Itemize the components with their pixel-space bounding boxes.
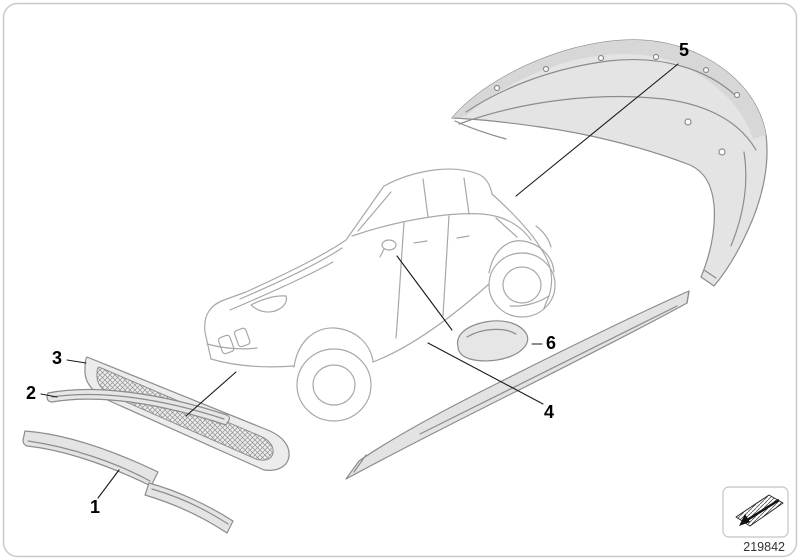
front-spoiler-end-line	[151, 488, 229, 525]
leader-line-1	[97, 469, 120, 499]
car-mirror-stalk	[379, 248, 385, 258]
callout-6[interactable]: 6	[546, 333, 556, 353]
car-silhouette	[204, 168, 553, 360]
callout-1[interactable]: 1	[90, 497, 100, 517]
rear-bumper-hole	[702, 66, 710, 74]
rear-bumper-sensor-hole	[684, 118, 692, 126]
car-hood-crease-2	[229, 261, 334, 311]
car-rear-wheel-hub	[502, 266, 542, 304]
car-c-pillar	[463, 177, 470, 215]
car-rear-door-seam	[442, 215, 450, 317]
car-rear-wheel	[488, 252, 556, 318]
callout-3[interactable]: 3	[52, 348, 62, 368]
callout-4[interactable]: 4	[544, 402, 554, 422]
car-rear-bumper-line	[509, 295, 550, 307]
car-front-wheel-hub	[312, 364, 356, 406]
car-headlight	[250, 295, 288, 313]
car-windshield-line	[357, 191, 392, 232]
front-grille-mesh	[96, 366, 274, 461]
car-beltline	[351, 213, 532, 241]
side-skirt-inner-line	[419, 305, 678, 435]
rear-bumper-hole	[652, 53, 660, 61]
side-skirt-tip-line	[686, 290, 690, 304]
leader-line-4	[427, 342, 544, 405]
rear-bumper-hole	[597, 54, 605, 62]
rear-bumper-part	[451, 39, 768, 287]
car-front-wheel	[296, 348, 372, 422]
arrow-shaft	[743, 498, 780, 524]
rear-bumper-top-band	[452, 39, 766, 140]
leader-lines	[40, 63, 679, 499]
car-mirror	[381, 239, 397, 251]
car-rear-quarter-line	[495, 217, 518, 238]
car-rocker-line	[372, 283, 490, 363]
side-skirt-end-line	[353, 454, 367, 473]
car-kidney-grille-right	[233, 327, 251, 348]
rear-bumper-hole	[542, 65, 550, 73]
doc-number: 219842	[743, 540, 785, 554]
rear-bumper-tip-line	[703, 269, 717, 279]
rear-bumper-hole	[493, 84, 501, 92]
arrow-head	[739, 514, 750, 526]
front-spoiler-part	[22, 430, 234, 534]
car-front-wheel-arch	[293, 327, 374, 368]
nav-thumbnail-icon[interactable]	[722, 486, 789, 538]
car-door-handle-rear	[456, 235, 470, 239]
callout-2[interactable]: 2	[26, 383, 36, 403]
car-front-door-seam	[395, 222, 405, 339]
car-rear-wheel-arch	[488, 240, 555, 274]
leader-line-3-to-car	[185, 371, 237, 417]
leader-line-2	[40, 393, 58, 398]
mirror-cap-part	[456, 320, 529, 362]
mirror-cap-inner-line	[466, 328, 517, 338]
callout-5[interactable]: 5	[679, 40, 689, 60]
side-skirt-part	[345, 290, 690, 480]
leader-line-3	[66, 359, 87, 364]
rear-bumper-crease	[458, 96, 757, 151]
front-trim-strip-part	[46, 388, 230, 426]
rear-bumper-side-line	[730, 151, 747, 247]
rear-bumper-hole	[733, 91, 741, 99]
rear-bumper-sensor-hole	[718, 148, 726, 156]
rear-bumper-flange-line	[465, 58, 737, 113]
front-trim-strip-body	[46, 388, 230, 426]
front-spoiler-end-piece	[144, 482, 234, 534]
car-door-handle-front	[413, 240, 428, 244]
callouts: 1 2 3 4 5 6	[26, 40, 689, 517]
leader-line-5	[515, 63, 679, 197]
car-front-bumper-line	[206, 343, 258, 350]
front-trim-strip-line	[51, 393, 225, 420]
car-front-lower-line	[210, 358, 295, 368]
front-spoiler-lip-line	[27, 440, 151, 482]
car-taillight	[535, 225, 552, 248]
car-outline	[204, 168, 556, 422]
leader-line-6-to-car	[396, 255, 453, 331]
car-b-pillar	[422, 178, 429, 218]
front-spoiler-blade	[22, 430, 159, 487]
rear-bumper-left-tip-line	[454, 120, 507, 140]
car-hood-crease-1	[239, 247, 343, 300]
